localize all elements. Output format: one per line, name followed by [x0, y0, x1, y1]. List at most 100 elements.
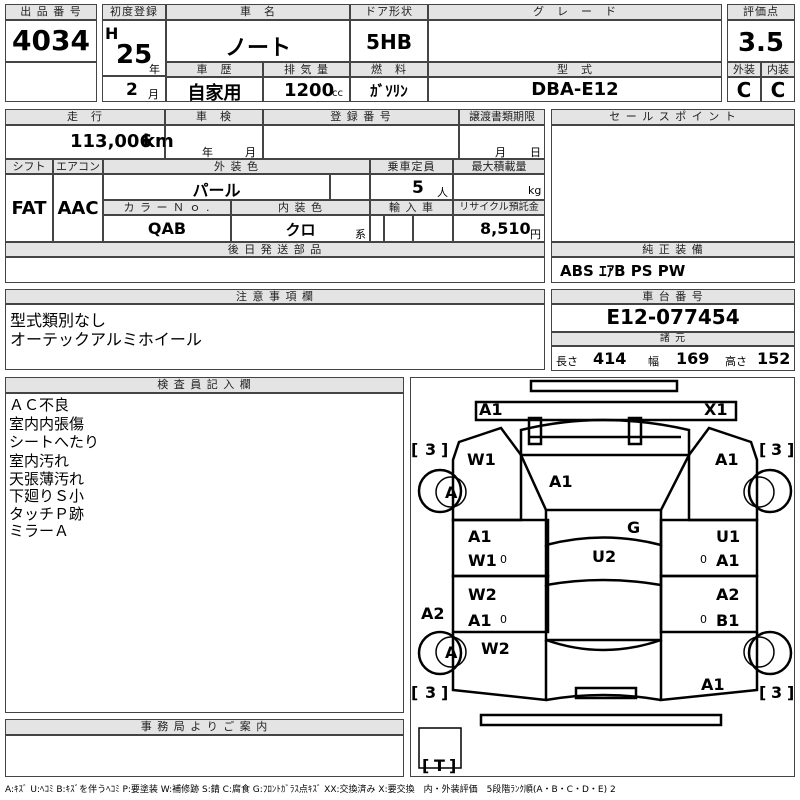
model-value: DBA-E12: [531, 79, 619, 100]
mark-roof: U2: [592, 547, 616, 566]
capacity-value: 5: [412, 178, 424, 198]
int-color-label: 内 装 色: [231, 200, 370, 215]
grade-label: グ レ ー ド: [428, 4, 722, 20]
fuel-cell: [350, 77, 428, 102]
first-reg-label: 初度登録: [102, 4, 166, 20]
length-label: 長さ: [556, 355, 578, 368]
mark-door-left-front: 0: [500, 553, 507, 566]
transfer-day-unit: 日: [530, 146, 541, 159]
max-load-label: 最大積載量: [453, 159, 545, 174]
mark-rear-door-right-a: A2: [716, 585, 740, 604]
int-color-unit: 系: [355, 228, 366, 241]
lot-no-label: 出 品 番 号: [5, 4, 97, 20]
grade-cell: [428, 20, 722, 62]
mark-front-door-right-b: A1: [716, 551, 740, 570]
car-diagram: A1 X1 [ 3 ] [ 3 ] W1 A1 A1 A G A1 U1 W1 …: [411, 379, 794, 775]
aircon-label: エアコン: [53, 159, 103, 174]
inspector-cell: [5, 393, 404, 713]
mark-rear-fender-left: W2: [481, 639, 510, 658]
inspection-month-unit: 月: [245, 146, 256, 159]
mark-tire-fr-open: [: [759, 440, 766, 459]
exterior-cell: [727, 77, 761, 102]
equipment-cell: [551, 257, 795, 283]
sales-points-cell: [551, 125, 795, 242]
mark-front-wheel-left: A: [445, 483, 458, 502]
mark-front-door-left-b: W1: [468, 551, 497, 570]
car-name-cell: [166, 20, 350, 62]
first-reg-year-unit: 年: [149, 63, 160, 76]
notes-label: 注 意 事 項 欄: [5, 289, 545, 304]
mark-spare: T: [434, 756, 445, 775]
inspector-line-7: タッチＰ跡: [9, 505, 85, 523]
car-outline: [417, 379, 793, 727]
color-no-label: カ ラ ー Ｎ ｏ .: [103, 200, 231, 215]
mileage-unit: km: [143, 131, 174, 152]
dimensions-cell: [551, 346, 795, 371]
sales-points-label: セ ー ル ス ポ イ ン ト: [551, 109, 795, 125]
office-cell: [5, 735, 404, 777]
inspector-label: 検 査 員 記 入 欄: [5, 377, 404, 393]
first-reg-cell: [102, 20, 166, 76]
first-reg-month-unit: 月: [148, 88, 159, 101]
mark-tire-rr: 3: [771, 683, 782, 702]
history-value: 自家用: [187, 83, 242, 104]
mark-tire-fr-close: ]: [787, 440, 794, 459]
car-diagram-frame: A1 X1 [ 3 ] [ 3 ] W1 A1 A1 A G A1 U1 W1 …: [410, 377, 795, 777]
mileage-label: 走 行: [5, 109, 165, 125]
import-cell-a: [370, 215, 384, 242]
recycle-cell: [453, 215, 545, 242]
score-value: 3.5: [737, 28, 785, 58]
inspector-line-3: シートへたり: [9, 433, 100, 451]
mark-rear-fender-left-outer: A2: [421, 604, 445, 623]
shift-value: FAT: [11, 198, 47, 219]
transfer-deadline-label: 譲渡書類期限: [459, 109, 545, 125]
inspector-line-1: ＡＣ不良: [9, 396, 70, 414]
mark-front-bumper-left: A1: [479, 400, 503, 419]
mark-spare-open: [: [422, 756, 429, 775]
length-value: 414: [593, 349, 627, 368]
max-load-cell: [453, 174, 545, 200]
lot-no-value: 4034: [12, 24, 90, 57]
first-reg-month: 2: [126, 80, 138, 100]
mileage-value: 113,006: [70, 131, 152, 152]
displacement-value: 1200: [284, 80, 335, 101]
equipment-label: 純 正 装 備: [551, 242, 795, 257]
ext-color-extra-cell: [330, 174, 370, 200]
height-label: 高さ: [725, 355, 747, 368]
exterior-label: 外装: [727, 62, 761, 77]
inspector-line-5: 天張薄汚れ: [9, 470, 85, 488]
mark-rear-door-left-a: W2: [468, 585, 497, 604]
recycle-value: 8,510: [480, 219, 531, 238]
fuel-value: ｶﾞｿﾘﾝ: [370, 82, 408, 100]
reg-no-label: 登 録 番 号: [263, 109, 459, 125]
legend-text: A:ｷｽﾞ U:ﾍｺﾐ B:ｷｽﾞを伴うﾍｺﾐ P:要塗装 W:補修跡 S:錆 …: [5, 785, 616, 795]
inspection-year-unit: 年: [202, 146, 213, 159]
width-value: 169: [676, 349, 710, 368]
mark-tire-rl: 3: [425, 683, 436, 702]
mark-rear-wheel-left: A: [445, 643, 458, 662]
mark-tire-rl-open: [: [411, 683, 418, 702]
door-value: 5HB: [366, 30, 412, 54]
mark-front-door-right-a: U1: [716, 527, 740, 546]
interior-label: 内装: [761, 62, 795, 77]
first-reg-era: H: [105, 24, 119, 43]
inspection-cell: [165, 125, 263, 159]
ext-color-value: パール: [192, 181, 241, 200]
inspector-line-2: 室内内張傷: [9, 415, 85, 433]
car-name-value: ノート: [224, 36, 291, 61]
first-reg-year: 25: [116, 40, 153, 70]
mark-rear-door-left-b: A1: [468, 611, 492, 630]
history-cell: [166, 77, 263, 102]
lot-no-blank: [5, 62, 97, 102]
mark-front-fender-right: A1: [715, 450, 739, 469]
recycle-label: リサイクル預託金: [453, 200, 545, 215]
int-color-cell: [231, 215, 370, 242]
chassis-label: 車 台 番 号: [551, 289, 795, 304]
mark-front-fender-left: W1: [467, 450, 496, 469]
model-label: 型 式: [428, 62, 722, 77]
history-label: 車 歴: [166, 62, 263, 77]
int-color-value: クロ: [285, 221, 316, 239]
import-cell-c: [413, 215, 453, 242]
mark-tire-fl-close: ]: [441, 440, 448, 459]
fuel-label: 燃 料: [350, 62, 428, 77]
